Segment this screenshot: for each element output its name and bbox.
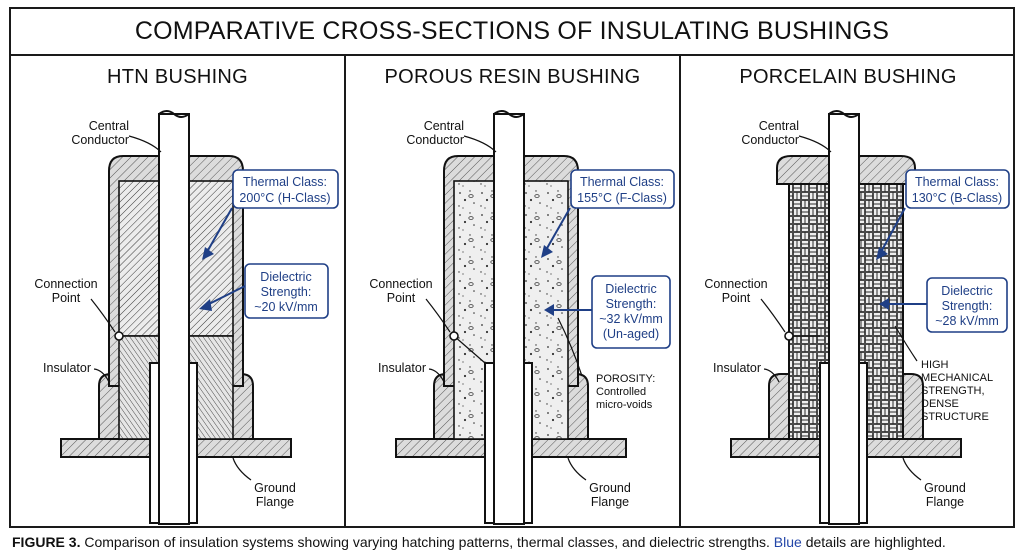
porosity-note-1: POROSITY: — [596, 373, 655, 385]
ground-flange-label-2: Flange — [256, 495, 294, 509]
dielectric-line2: Strength: — [261, 285, 312, 299]
insulator-label: Insulator — [378, 361, 426, 375]
dielectric-line1: Dielectric — [260, 270, 311, 284]
central-conductor-label-1: Central — [89, 119, 129, 133]
connection-point-marker — [784, 331, 794, 341]
connection-point-label-1: Connection — [34, 277, 97, 291]
porosity-note-3: micro-voids — [596, 399, 653, 411]
dielectric-line1: Dielectric — [941, 284, 992, 298]
porosity-note-2: Controlled — [596, 386, 646, 398]
central-conductor-label-1: Central — [759, 119, 799, 133]
thermal-line1: Thermal Class: — [915, 175, 999, 189]
panel-porcelain-bushing: PORCELAIN BUSHING — [681, 56, 1015, 528]
thermal-line2: 155°C (F-Class) — [577, 191, 667, 205]
thermal-class-callout — [232, 169, 339, 209]
figure-title: COMPARATIVE CROSS-SECTIONS OF INSULATING… — [11, 9, 1013, 56]
dielectric-callout — [926, 277, 1008, 333]
connection-point-marker — [114, 331, 124, 341]
htn-bushing-drawing: Thermal Class: 200°C (H-Class) Dielectri… — [34, 110, 339, 525]
strength-note-5: STRUCTURE — [921, 411, 989, 423]
panel-htn-bushing: HTN BUSHING — [11, 56, 346, 528]
ground-flange-label-1: Ground — [254, 481, 296, 495]
thermal-line2: 200°C (H-Class) — [239, 191, 330, 205]
thermal-line1: Thermal Class: — [243, 175, 327, 189]
dielectric-callout — [244, 263, 329, 319]
connection-point-label-2: Point — [722, 291, 751, 305]
panel-title: HTN BUSHING — [106, 66, 249, 88]
porcelain-bushing-drawing: Thermal Class: 130°C (B-Class) Dielectri… — [704, 110, 1010, 525]
thermal-class-callout — [905, 169, 1010, 209]
caption-text: Comparison of insulation systems showing… — [80, 534, 774, 550]
dielectric-line3: ~20 kV/mm — [254, 300, 318, 314]
conductor-break-top — [828, 110, 860, 118]
figure-caption: FIGURE 3. Comparison of insulation syste… — [12, 534, 946, 550]
connection-point-label-2: Point — [387, 291, 416, 305]
thermal-line2: 130°C (B-Class) — [912, 191, 1002, 205]
ground-flange-label-1: Ground — [589, 481, 631, 495]
dielectric-line2: Strength: — [942, 299, 993, 313]
panel-porous-resin-bushing: POROUS RESIN BUSHING — [346, 56, 681, 528]
central-conductor-label-1: Central — [424, 119, 464, 133]
insulator-label: Insulator — [43, 361, 91, 375]
dielectric-line1: Dielectric — [605, 282, 656, 296]
strength-note-1: HIGH — [921, 359, 949, 371]
thermal-line1: Thermal Class: — [580, 175, 664, 189]
connection-point-label-2: Point — [52, 291, 81, 305]
conductor-break-top — [493, 110, 525, 118]
central-conductor — [158, 113, 190, 525]
caption-tail: details are highlighted. — [801, 534, 946, 550]
dielectric-line4: (Un-aged) — [603, 327, 659, 341]
ground-flange-label-1: Ground — [924, 481, 966, 495]
central-conductor-label-2: Conductor — [71, 133, 129, 147]
strength-note-3: STRENGTH, — [921, 385, 985, 397]
caption-highlight-word: Blue — [773, 534, 802, 550]
conductor-break-top — [158, 110, 190, 118]
ground-flange-label-2: Flange — [591, 495, 629, 509]
connection-point-label-1: Connection — [369, 277, 432, 291]
central-conductor — [493, 113, 525, 525]
dielectric-line2: Strength: — [606, 297, 657, 311]
porous-resin-bushing-drawing: Thermal Class: 155°C (F-Class) Dielectri… — [369, 110, 675, 525]
strength-note-2: MECHANICAL — [921, 372, 993, 384]
dielectric-callout — [591, 275, 671, 349]
central-conductor-label-2: Conductor — [741, 133, 799, 147]
dielectric-line3: ~28 kV/mm — [935, 314, 999, 328]
central-conductor — [828, 113, 860, 525]
connection-point-label-1: Connection — [704, 277, 767, 291]
strength-note-4: DENSE — [921, 398, 959, 410]
connection-point-marker — [449, 331, 459, 341]
ground-flange-label-2: Flange — [926, 495, 964, 509]
central-conductor-label-2: Conductor — [406, 133, 464, 147]
panel-title: POROUS RESIN BUSHING — [384, 66, 641, 88]
dielectric-line3: ~32 kV/mm — [599, 312, 663, 326]
figure-frame: COMPARATIVE CROSS-SECTIONS OF INSULATING… — [9, 7, 1015, 528]
panel-title: PORCELAIN BUSHING — [739, 66, 957, 88]
caption-figure-number: FIGURE 3. — [12, 534, 81, 550]
insulator-label: Insulator — [713, 361, 761, 375]
thermal-class-callout — [570, 169, 675, 209]
